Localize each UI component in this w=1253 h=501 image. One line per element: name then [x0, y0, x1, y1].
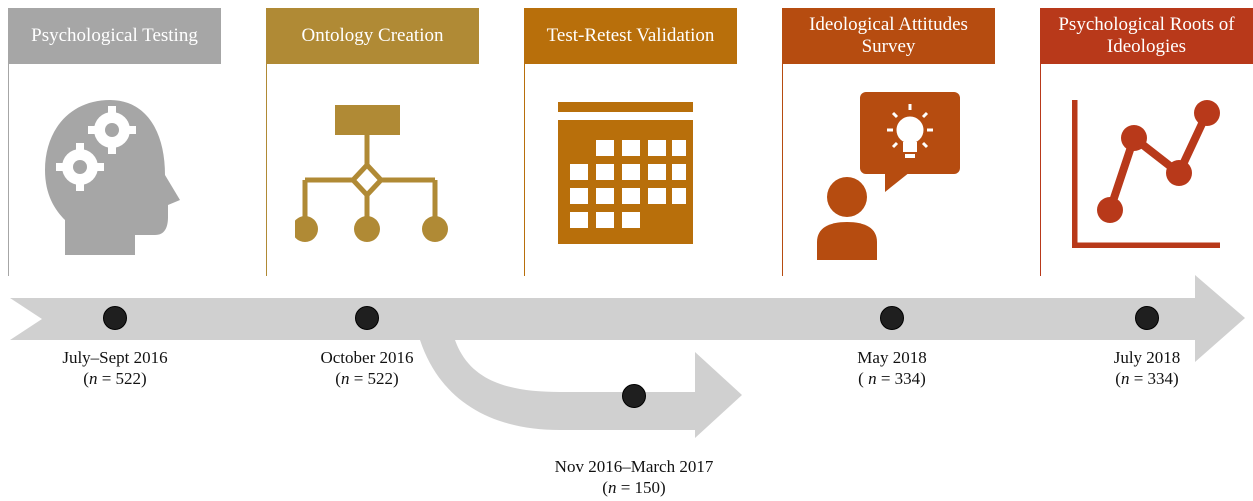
- milestone-label: October 2016 (n = 522): [257, 347, 477, 389]
- milestone-dot: [622, 384, 646, 408]
- stage-title: Psychological Testing: [31, 25, 198, 46]
- branch-arrow: [420, 340, 742, 438]
- stage-divider: [266, 8, 267, 276]
- milestone-dot: [103, 306, 127, 330]
- milestone-sample: (n = 522): [83, 369, 147, 388]
- stage-title: Psychological Roots of Ideologies: [1058, 14, 1235, 57]
- stage-title: Ideological Attitudes Survey: [809, 14, 968, 57]
- main-arrow: [10, 275, 1245, 362]
- milestone-label: May 2018 ( n = 334): [782, 347, 1002, 389]
- milestone-label: July 2018 (n = 334): [1037, 347, 1253, 389]
- stage-title: Ontology Creation: [301, 25, 444, 46]
- stage-title: Test-Retest Validation: [546, 25, 715, 46]
- calendar-icon: [558, 102, 693, 249]
- stage-header-test-retest-validation: Test-Retest Validation: [524, 8, 737, 64]
- stage-divider: [8, 8, 9, 276]
- hierarchy-icon: [292, 105, 450, 250]
- milestone-dot: [1135, 306, 1159, 330]
- milestone-sample: (n = 522): [335, 369, 399, 388]
- milestone-sample: (n = 334): [1115, 369, 1179, 388]
- stage-header-ontology-creation: Ontology Creation: [266, 8, 479, 64]
- milestone-sample: ( n = 334): [858, 369, 926, 388]
- head-gears-icon: [40, 95, 190, 265]
- milestone-date: October 2016: [320, 348, 414, 367]
- milestone-date: July–Sept 2016: [62, 348, 168, 367]
- milestone-label: Nov 2016–March 2017 (n = 150): [524, 456, 744, 498]
- stage-divider: [1040, 8, 1041, 276]
- milestone-dot: [880, 306, 904, 330]
- idea-person-icon: [815, 92, 965, 267]
- line-chart-icon: [1070, 98, 1222, 253]
- milestone-date: Nov 2016–March 2017: [554, 457, 714, 476]
- stage-divider: [782, 8, 783, 276]
- milestone-sample: (n = 150): [602, 478, 666, 497]
- milestone-date: July 2018: [1113, 348, 1181, 367]
- milestone-label: July–Sept 2016 (n = 522): [5, 347, 225, 389]
- stage-divider: [524, 8, 525, 276]
- stage-header-psychological-roots-of-ideologies: Psychological Roots of Ideologies: [1040, 8, 1253, 64]
- milestone-dot: [355, 306, 379, 330]
- stage-header-psychological-testing: Psychological Testing: [8, 8, 221, 64]
- milestone-date: May 2018: [857, 348, 927, 367]
- stage-header-ideological-attitudes-survey: Ideological Attitudes Survey: [782, 8, 995, 64]
